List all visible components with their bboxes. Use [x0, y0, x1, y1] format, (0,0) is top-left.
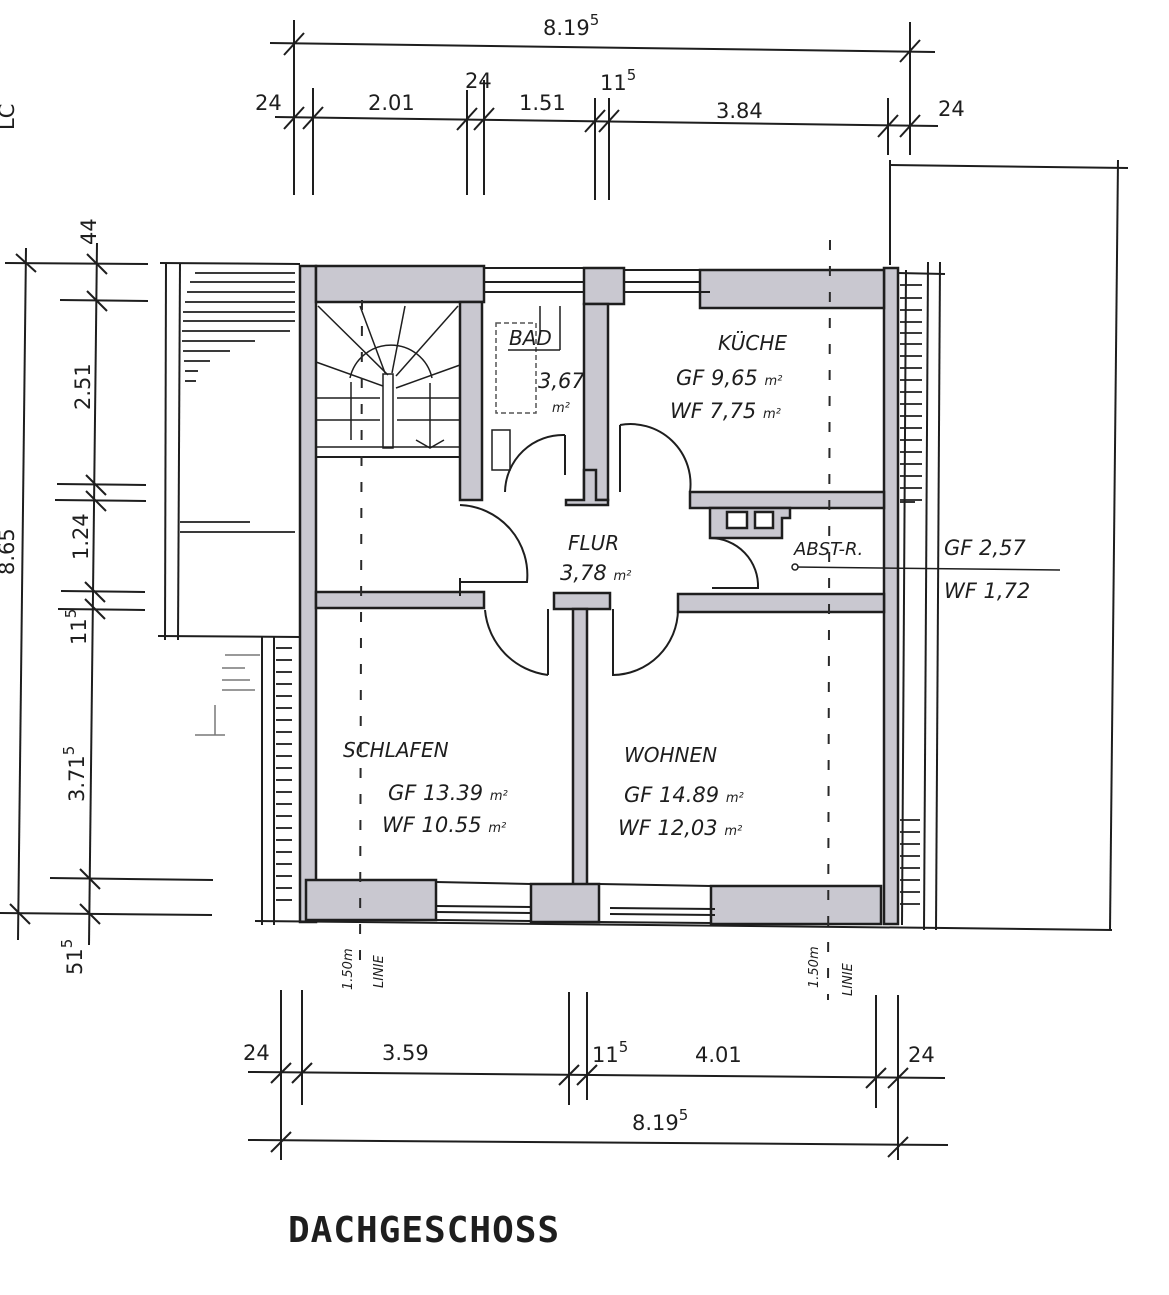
line-annotation-left-value: 1.50m — [341, 948, 356, 990]
room-name-schlafen: SCHLAFEN — [343, 738, 449, 762]
bottom-dim-seg-3: 115 — [592, 1038, 628, 1067]
room-name-bad: BAD — [509, 326, 552, 350]
left-dim-seg-1: 44 — [77, 218, 101, 245]
edge-fragment-text: LC — [0, 104, 19, 130]
right-roof-slope — [889, 159, 1129, 931]
room-gf-schlafen: GF 13.39 m² — [388, 781, 508, 805]
left-overall-dim: 8.65 — [0, 528, 19, 575]
bottom-dim-seg-4: 4.01 — [695, 1043, 742, 1067]
top-dim-seg-5: 115 — [600, 66, 636, 95]
line-annotation-right-value: 1.50m — [807, 946, 822, 988]
room-area-flur: 3,78 m² — [560, 561, 631, 585]
bottom-dimension-chain: 24 3.59 115 4.01 24 8.195 — [243, 990, 949, 1160]
walls — [254, 264, 946, 929]
bottom-dim-seg-2: 3.59 — [382, 1041, 429, 1065]
room-name-kueche: KÜCHE — [718, 331, 787, 355]
room-wf-kueche: WF 7,75 m² — [670, 399, 781, 423]
top-dimension-chain: 8.195 24 2.01 24 1.51 115 3.84 24 — [255, 11, 965, 200]
top-overall-dim: 8.195 — [543, 11, 599, 40]
room-wf-abstellraum: WF 1,72 — [944, 579, 1030, 603]
top-dim-seg-2: 2.01 — [368, 91, 415, 115]
room-name-flur: FLUR — [568, 531, 619, 555]
staircase — [315, 301, 461, 458]
top-dim-seg-1: 24 — [255, 91, 282, 115]
left-dim-seg-3: 1.24 — [69, 513, 93, 560]
room-name-abstellraum: ABST-R. — [793, 539, 863, 560]
line-annotation-left-label: LINIE — [372, 954, 387, 988]
room-name-wohnen: WOHNEN — [624, 743, 717, 767]
top-dim-seg-6: 3.84 — [716, 99, 763, 123]
room-unit-bad: m² — [552, 401, 570, 416]
left-dimension-chain: 8.65 44 2.51 1.24 115 3.715 515 — [0, 218, 214, 975]
top-dim-seg-3: 24 — [465, 69, 492, 93]
room-gf-abstellraum: GF 2,57 — [944, 536, 1026, 560]
left-terrace — [157, 262, 301, 925]
height-lines — [359, 239, 1061, 1001]
top-dim-seg-7: 24 — [938, 97, 965, 121]
top-dim-seg-4: 1.51 — [519, 91, 566, 115]
room-flur: FLUR 3,78 m² — [560, 531, 631, 585]
room-wf-schlafen: WF 10.55 m² — [382, 813, 506, 837]
room-area-bad: 3,67 — [538, 369, 585, 393]
room-gf-wohnen: GF 14.89 m² — [624, 783, 744, 807]
room-wf-wohnen: WF 12,03 m² — [618, 816, 742, 840]
bath-fixtures — [491, 306, 561, 471]
line-annotation-right-label: LINIE — [841, 962, 856, 996]
room-wohnen: WOHNEN GF 14.89 m² WF 12,03 m² — [618, 743, 744, 840]
left-dim-seg-5: 3.715 — [60, 746, 89, 802]
room-abstellraum: ABST-R. GF 2,57 WF 1,72 — [793, 536, 1030, 603]
bottom-dim-seg-1: 24 — [243, 1041, 270, 1065]
room-bad: BAD 3,67 m² — [508, 326, 585, 416]
bottom-dim-seg-5: 24 — [908, 1043, 935, 1067]
room-schlafen: SCHLAFEN GF 13.39 m² WF 10.55 m² — [343, 738, 508, 837]
room-kueche: KÜCHE GF 9,65 m² WF 7,75 m² — [670, 331, 787, 423]
left-dim-seg-2: 2.51 — [71, 363, 95, 410]
doors — [459, 423, 760, 677]
drawing-title: DACHGESCHOSS — [288, 1210, 560, 1251]
left-dim-seg-6: 515 — [58, 939, 87, 975]
room-gf-kueche: GF 9,65 m² — [676, 366, 782, 390]
bottom-overall-dim: 8.195 — [632, 1106, 688, 1135]
left-dim-seg-4: 115 — [62, 609, 91, 645]
